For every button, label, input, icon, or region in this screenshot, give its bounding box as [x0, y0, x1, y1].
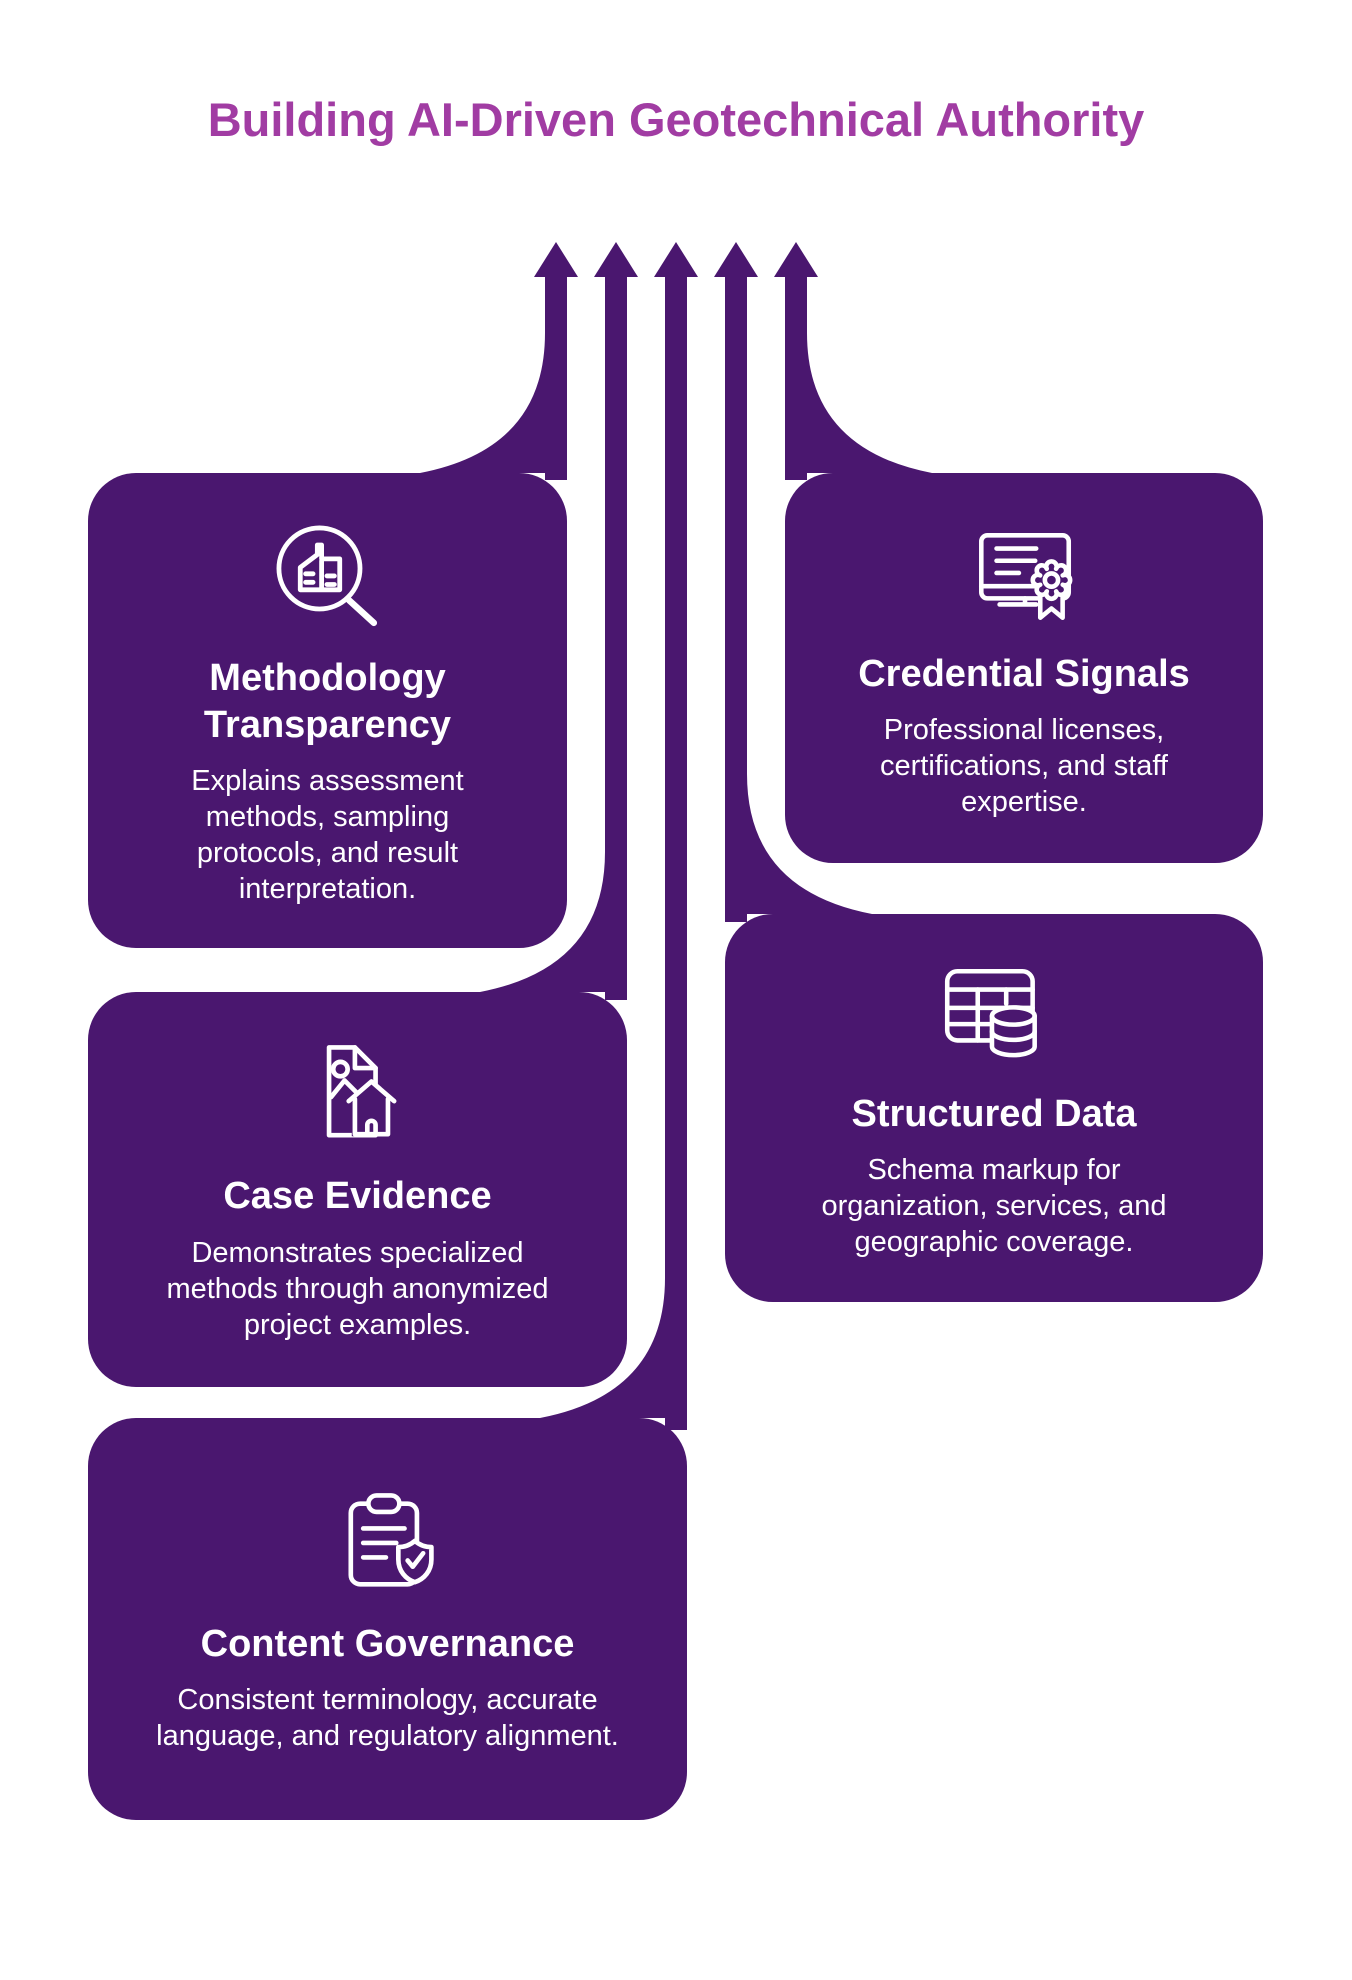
- arrow-case-evidence: [480, 242, 638, 1000]
- card-structured-data: Structured Data Schema markup for organi…: [725, 914, 1263, 1302]
- card-title: Case Evidence: [223, 1175, 492, 1218]
- card-credential-signals: Credential Signals Professional licenses…: [785, 473, 1263, 863]
- arrow-methodology-transparency: [420, 242, 578, 480]
- table-database-icon: [933, 955, 1055, 1077]
- card-description: Demonstrates specialized methods through…: [166, 1236, 549, 1341]
- card-description: Schema markup for organization, services…: [821, 1154, 1167, 1259]
- card-title: Methodology Transparency: [203, 657, 452, 746]
- card-content-governance: Content Governance Consistent terminolog…: [88, 1418, 687, 1820]
- card-description: Explains assessment methods, sampling pr…: [191, 764, 464, 905]
- arrow-credential-signals: [774, 242, 932, 480]
- page-title: Building AI-Driven Geotechnical Authorit…: [207, 93, 1145, 146]
- image-document-house-icon: [296, 1035, 420, 1159]
- card-title: Credential Signals: [858, 652, 1190, 695]
- card-case-evidence: Case Evidence Demonstrates specialized m…: [88, 992, 627, 1387]
- arrow-content-governance: [540, 242, 698, 1430]
- arrow-structured-data: [714, 242, 872, 922]
- card-title: Structured Data: [851, 1092, 1137, 1135]
- card-title: Content Governance: [200, 1622, 575, 1665]
- card-methodology-transparency: Methodology Transparency Explains assess…: [88, 473, 567, 948]
- magnifier-building-icon: [264, 513, 392, 641]
- card-description: Professional licenses, certifications, a…: [879, 714, 1168, 819]
- certificate-award-icon: [963, 515, 1085, 637]
- clipboard-shield-check-icon: [326, 1483, 450, 1607]
- card-description: Consistent terminology, accurate languag…: [156, 1684, 619, 1753]
